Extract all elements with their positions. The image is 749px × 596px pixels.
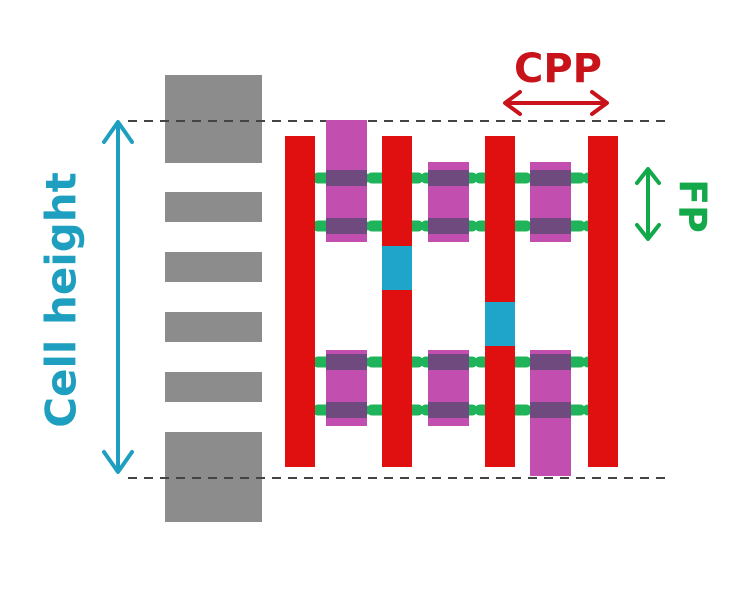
cpp-label: CPP — [514, 46, 602, 92]
cell-height-label: Cell height — [37, 172, 86, 428]
overlap — [530, 354, 571, 370]
metal-track-bar — [165, 192, 262, 222]
overlap — [428, 218, 469, 234]
overlap — [428, 170, 469, 186]
fp-arrow-icon — [635, 167, 661, 241]
metal-rail-stack — [165, 75, 262, 522]
overlap — [530, 218, 571, 234]
overlap — [326, 170, 367, 186]
gate — [285, 136, 315, 467]
metal-track-bar — [165, 252, 262, 282]
gate — [382, 136, 412, 467]
gate — [588, 136, 618, 467]
metal-track-bar — [165, 312, 262, 342]
metal-track-bar — [165, 372, 262, 402]
power-rail-top — [165, 75, 262, 163]
gate-contact — [485, 302, 515, 346]
overlap — [326, 218, 367, 234]
overlap — [530, 170, 571, 186]
cell-height-arrow-icon — [102, 120, 134, 474]
gate-contact — [382, 246, 412, 290]
cpp-arrow-icon — [503, 90, 609, 116]
fin-track-overlaps — [326, 170, 571, 418]
overlap — [428, 354, 469, 370]
overlap — [428, 402, 469, 418]
overlap — [326, 402, 367, 418]
gates — [285, 136, 618, 467]
gate-contacts — [382, 246, 515, 346]
fp-label: FP — [671, 179, 715, 233]
overlap — [530, 402, 571, 418]
overlap — [326, 354, 367, 370]
gate — [485, 136, 515, 467]
